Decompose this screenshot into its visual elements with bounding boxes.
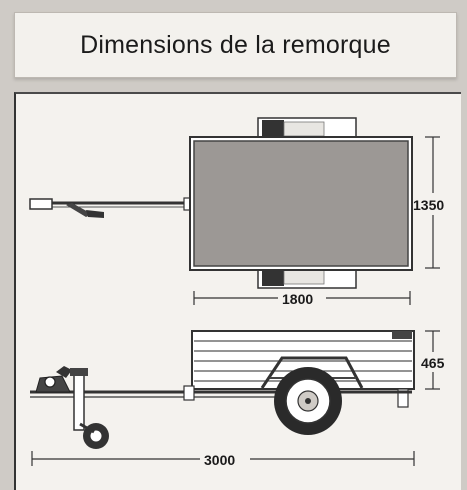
- wheel-top-lower: [257, 265, 357, 289]
- dimension-side-height: 465: [421, 330, 445, 390]
- trailer-side-view: 465 3000: [30, 330, 445, 468]
- jockey-wheel: [70, 368, 109, 449]
- label-width: 1350: [413, 197, 444, 213]
- trailer-bed-top: [189, 136, 413, 271]
- label-total-length: 3000: [204, 452, 235, 468]
- dimension-width: 1350: [413, 136, 444, 269]
- label-bed-length: 1800: [282, 291, 313, 307]
- dimension-total-length: 3000: [31, 451, 415, 468]
- coupling-head: [35, 366, 72, 393]
- trailer-side-boards: [191, 330, 415, 408]
- label-side-height: 465: [421, 355, 445, 371]
- dimension-bed-length: 1800: [193, 291, 411, 307]
- trailer-top-view: 1350 1800: [29, 117, 444, 307]
- drawbar-top: [29, 197, 193, 218]
- main-wheel: [274, 367, 342, 435]
- page-title: Dimensions de la remorque: [80, 30, 391, 59]
- title-bar: Dimensions de la remorque: [14, 12, 457, 78]
